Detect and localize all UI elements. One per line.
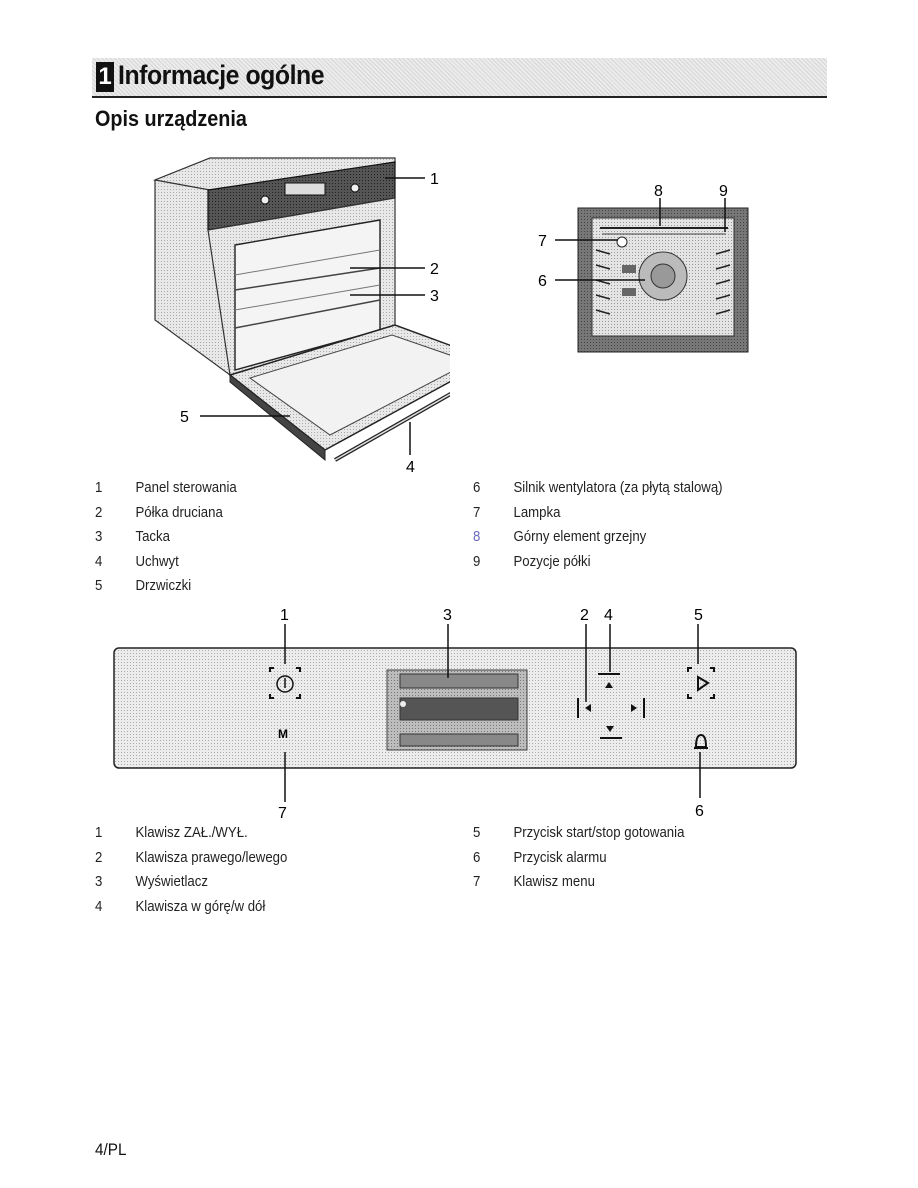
panel-callout-7: 7 bbox=[278, 805, 287, 822]
page-number: 4/PL bbox=[95, 1140, 127, 1159]
section-title: Informacje ogólne bbox=[118, 60, 325, 90]
section-header: 1 Informacje ogólne bbox=[92, 58, 827, 98]
oven-callout-4: 4 bbox=[406, 459, 415, 476]
panel-callout-2: 2 bbox=[580, 607, 589, 624]
panel-callout-1: 1 bbox=[280, 607, 289, 624]
oven-callout-1: 1 bbox=[430, 171, 439, 188]
oven-callout-5: 5 bbox=[180, 409, 189, 426]
cavity-callout-8: 8 bbox=[654, 183, 663, 200]
cavity-callout-9: 9 bbox=[719, 183, 728, 200]
cavity-illustration: 6 7 8 9 bbox=[538, 183, 749, 353]
panel-callout-5: 5 bbox=[694, 607, 703, 624]
cavity-callout-6: 6 bbox=[538, 273, 547, 290]
control-panel-illustration: M 1 3 2 4 5 7 6 bbox=[113, 607, 797, 822]
menu-key-label: M bbox=[278, 727, 288, 741]
panel-callout-3: 3 bbox=[443, 607, 452, 624]
oven-illustration: 1 2 3 4 5 bbox=[152, 157, 450, 476]
page-subtitle: Opis urządzenia bbox=[95, 106, 247, 131]
panel-callout-6: 6 bbox=[695, 803, 704, 820]
oven-callout-2: 2 bbox=[430, 261, 439, 278]
panel-callout-4: 4 bbox=[604, 607, 613, 624]
cavity-callout-7: 7 bbox=[538, 233, 547, 250]
oven-callout-3: 3 bbox=[430, 288, 439, 305]
section-number: 1 bbox=[96, 62, 114, 92]
